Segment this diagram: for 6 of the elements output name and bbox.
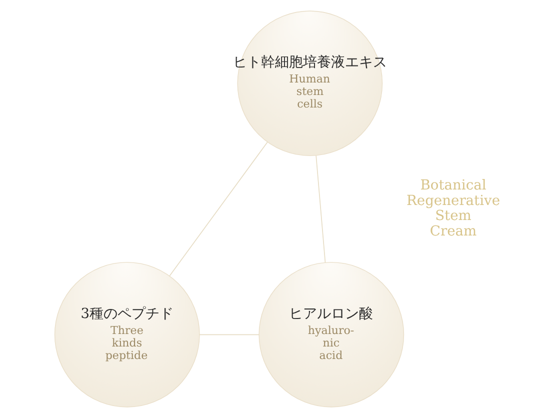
node-circle: 3種のペプチド Three kinds peptide <box>54 262 200 408</box>
connector <box>198 334 259 336</box>
connector <box>315 155 326 263</box>
connector <box>168 142 268 276</box>
node-circle: ヒアルロン酸 hyaluro- nic acid <box>258 262 404 408</box>
label: Botanical Regenerative Stem Cream <box>406 178 500 240</box>
